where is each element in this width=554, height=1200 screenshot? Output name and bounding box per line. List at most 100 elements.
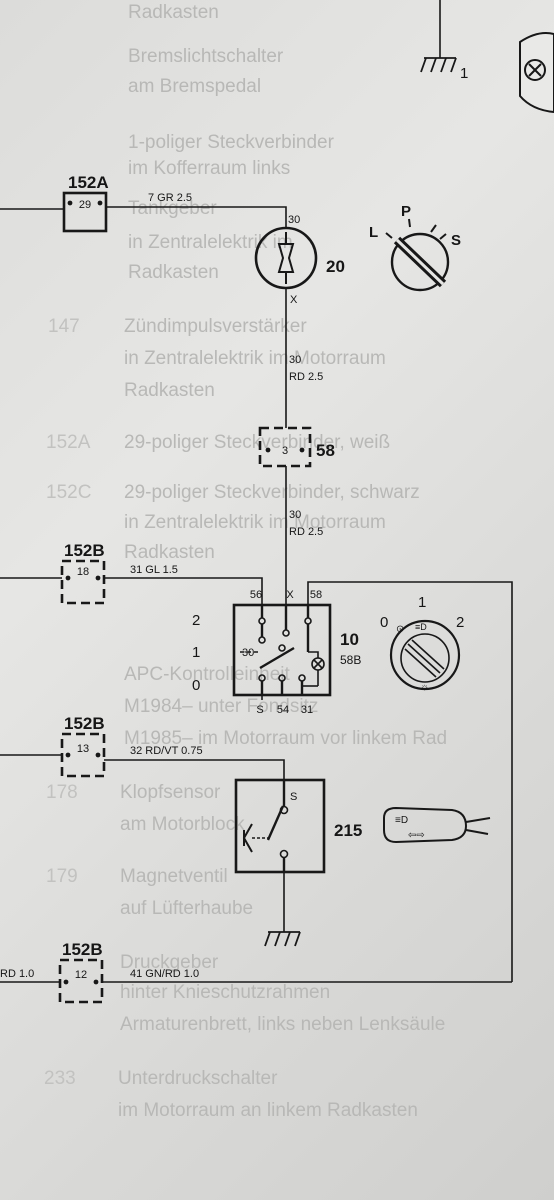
connector-152B-13-pin: 13 <box>77 743 89 755</box>
wire-7-gr-label: 7 GR 2.5 <box>148 192 192 204</box>
connector-152B-18-label: 152B <box>64 541 105 560</box>
ignition-switch-20: 30 20 X <box>254 214 345 306</box>
legend-0-line-0: Radkasten <box>128 2 219 23</box>
stalk-symbol-beam: ≡D <box>395 815 408 826</box>
wire-30-a-label: RD 2.5 <box>289 371 323 383</box>
legend-1-line-1: am Bremspedal <box>128 76 261 97</box>
wire-58-right <box>307 581 513 982</box>
ground-top-right: 1 <box>420 0 468 82</box>
ignition-key-icon: L P S <box>369 203 461 292</box>
switch-term-30: 30 <box>242 647 254 659</box>
legend-7-line-2: M1985– im Motorraum vor linkem Rad <box>124 728 447 749</box>
knob-pos-1: 1 <box>418 594 426 611</box>
wire-30-b-term: 30 <box>289 509 301 521</box>
switch-id-10: 10 <box>340 630 359 649</box>
wire-31-gl-label: 31 GL 1.5 <box>130 564 178 576</box>
legend-10-line-0: Druckgeber <box>120 952 219 973</box>
legend-3-line-1: in Zentralelektrik im <box>128 232 293 253</box>
switch-pos-1: 1 <box>192 644 200 661</box>
legend-6-line-2: Radkasten <box>124 542 215 563</box>
legend-3-line-2: Radkasten <box>128 262 219 283</box>
legend-11-line-1: im Motorraum an linkem Radkasten <box>118 1100 418 1121</box>
connector-152B-13: 152B 13 <box>60 714 106 778</box>
switch-term-54: 54 <box>277 704 289 716</box>
ignition-pos-S: S <box>451 232 461 249</box>
stalk-symbol-arrows: ⇦⇨ <box>408 830 425 841</box>
switch-id-58B: 58B <box>340 653 361 667</box>
connector-152A-pin: 29 <box>79 199 91 211</box>
legend-6-line-0: 29-poliger Steckverbinder, schwarz <box>124 482 420 503</box>
switch-term-x: X <box>286 589 294 601</box>
connector-152B-12-pin: 12 <box>75 969 87 981</box>
legend-3-line-0: Tankgeber <box>128 198 217 219</box>
ignition-term-x: X <box>290 294 298 306</box>
knob-symbol-dim: ☼ <box>420 682 429 693</box>
switch-term-31: 31 <box>301 704 313 716</box>
legend-7-line-1: M1984– unter Fondsitz <box>124 696 318 717</box>
light-knob-icon: 0 1 2 ⊙ ≡D ☼ <box>380 594 464 693</box>
legend-7-line-0: APC-Kontrolleinheit <box>124 664 291 685</box>
legend-5-num: 152A <box>46 432 91 453</box>
legend-2-line-1: im Kofferraum links <box>128 158 290 179</box>
legend-4-line-1: in Zentralelektrik im Motorraum <box>124 348 386 369</box>
legend-8-line-1: am Motorblock <box>120 814 245 835</box>
switch-pos-2: 2 <box>192 612 200 629</box>
stalk-term-S: S <box>290 791 297 803</box>
connector-152B-12: 152B 12 <box>58 940 104 1004</box>
ground-215 <box>264 872 301 947</box>
light-switch-10: 56 X 58 30 S 54 31 2 1 0 10 <box>192 589 361 716</box>
stalk-id: 215 <box>334 821 362 840</box>
legend-6-line-1: in Zentralelektrik im Motorraum <box>124 512 386 533</box>
legend-11-line-0: Unterdruckschalter <box>118 1068 278 1089</box>
legend-11-num: 233 <box>44 1068 76 1089</box>
legend-9-num: 179 <box>46 866 78 887</box>
legend-9-line-1: auf Lüfterhaube <box>120 898 253 919</box>
ignition-pos-P: P <box>401 203 411 220</box>
knob-symbol-low: ≡D <box>415 622 427 632</box>
legend-10-line-2: Armaturenbrett, links neben Lenksäule <box>120 1014 445 1035</box>
wire-32-rd <box>104 759 285 780</box>
wire-7-gr <box>106 206 287 228</box>
wire-31-gl <box>104 577 263 605</box>
ignition-term-30: 30 <box>288 214 300 226</box>
background-legend: Radkasten Bremslichtschalter am Bremsped… <box>44 2 447 1121</box>
legend-9-line-0: Magnetventil <box>120 866 228 887</box>
legend-2-line-0: 1-poliger Steckverbinder <box>128 132 335 153</box>
switch-term-58: 58 <box>310 589 322 601</box>
stalk-switch-215: S 215 <box>234 778 362 874</box>
connector-58-pin: 3 <box>282 445 288 457</box>
ground-label: 1 <box>460 65 468 82</box>
switch-term-S: S <box>256 704 263 716</box>
knob-pos-2: 2 <box>456 614 464 631</box>
legend-8-num: 178 <box>46 782 78 803</box>
connector-152B-13-label: 152B <box>64 714 105 733</box>
legend-10-line-1: hinter Knieschutzrahmen <box>120 982 330 1003</box>
legend-4-line-0: Zündimpulsverstärker <box>124 316 307 337</box>
connector-152B-18-pin: 18 <box>77 566 89 578</box>
lamp-icon <box>519 32 554 114</box>
connector-152A-label: 152A <box>68 173 109 192</box>
switch-term-56: 56 <box>250 589 262 601</box>
legend-5-line-0: 29-poliger Steckverbinder, weiß <box>124 432 390 453</box>
wire-41-gn-label: 41 GN/RD 1.0 <box>130 968 199 980</box>
switch-pos-0: 0 <box>192 677 200 694</box>
legend-6-num: 152C <box>46 482 91 503</box>
connector-58: 3 58 <box>258 426 335 468</box>
wire-30-b-label: RD 2.5 <box>289 526 323 538</box>
wire-30-a-term: 30 <box>289 354 301 366</box>
legend-4-num: 147 <box>48 316 80 337</box>
knob-pos-0: 0 <box>380 614 388 631</box>
connector-152A: 152A 29 <box>62 173 109 233</box>
connector-152B-12-label: 152B <box>62 940 103 959</box>
connector-58-label: 58 <box>316 441 335 460</box>
wire-left-rd-label: RD 1.0 <box>0 968 34 980</box>
knob-symbol-park: ⊙ <box>396 624 404 635</box>
legend-1-line-0: Bremslichtschalter <box>128 46 284 67</box>
stalk-icon: ≡D ⇦⇨ <box>383 806 491 844</box>
legend-4-line-2: Radkasten <box>124 380 215 401</box>
connector-152B-18: 152B 18 <box>60 541 106 605</box>
ignition-id: 20 <box>326 257 345 276</box>
legend-8-line-0: Klopfsensor <box>120 782 221 803</box>
ignition-pos-L: L <box>369 224 378 241</box>
